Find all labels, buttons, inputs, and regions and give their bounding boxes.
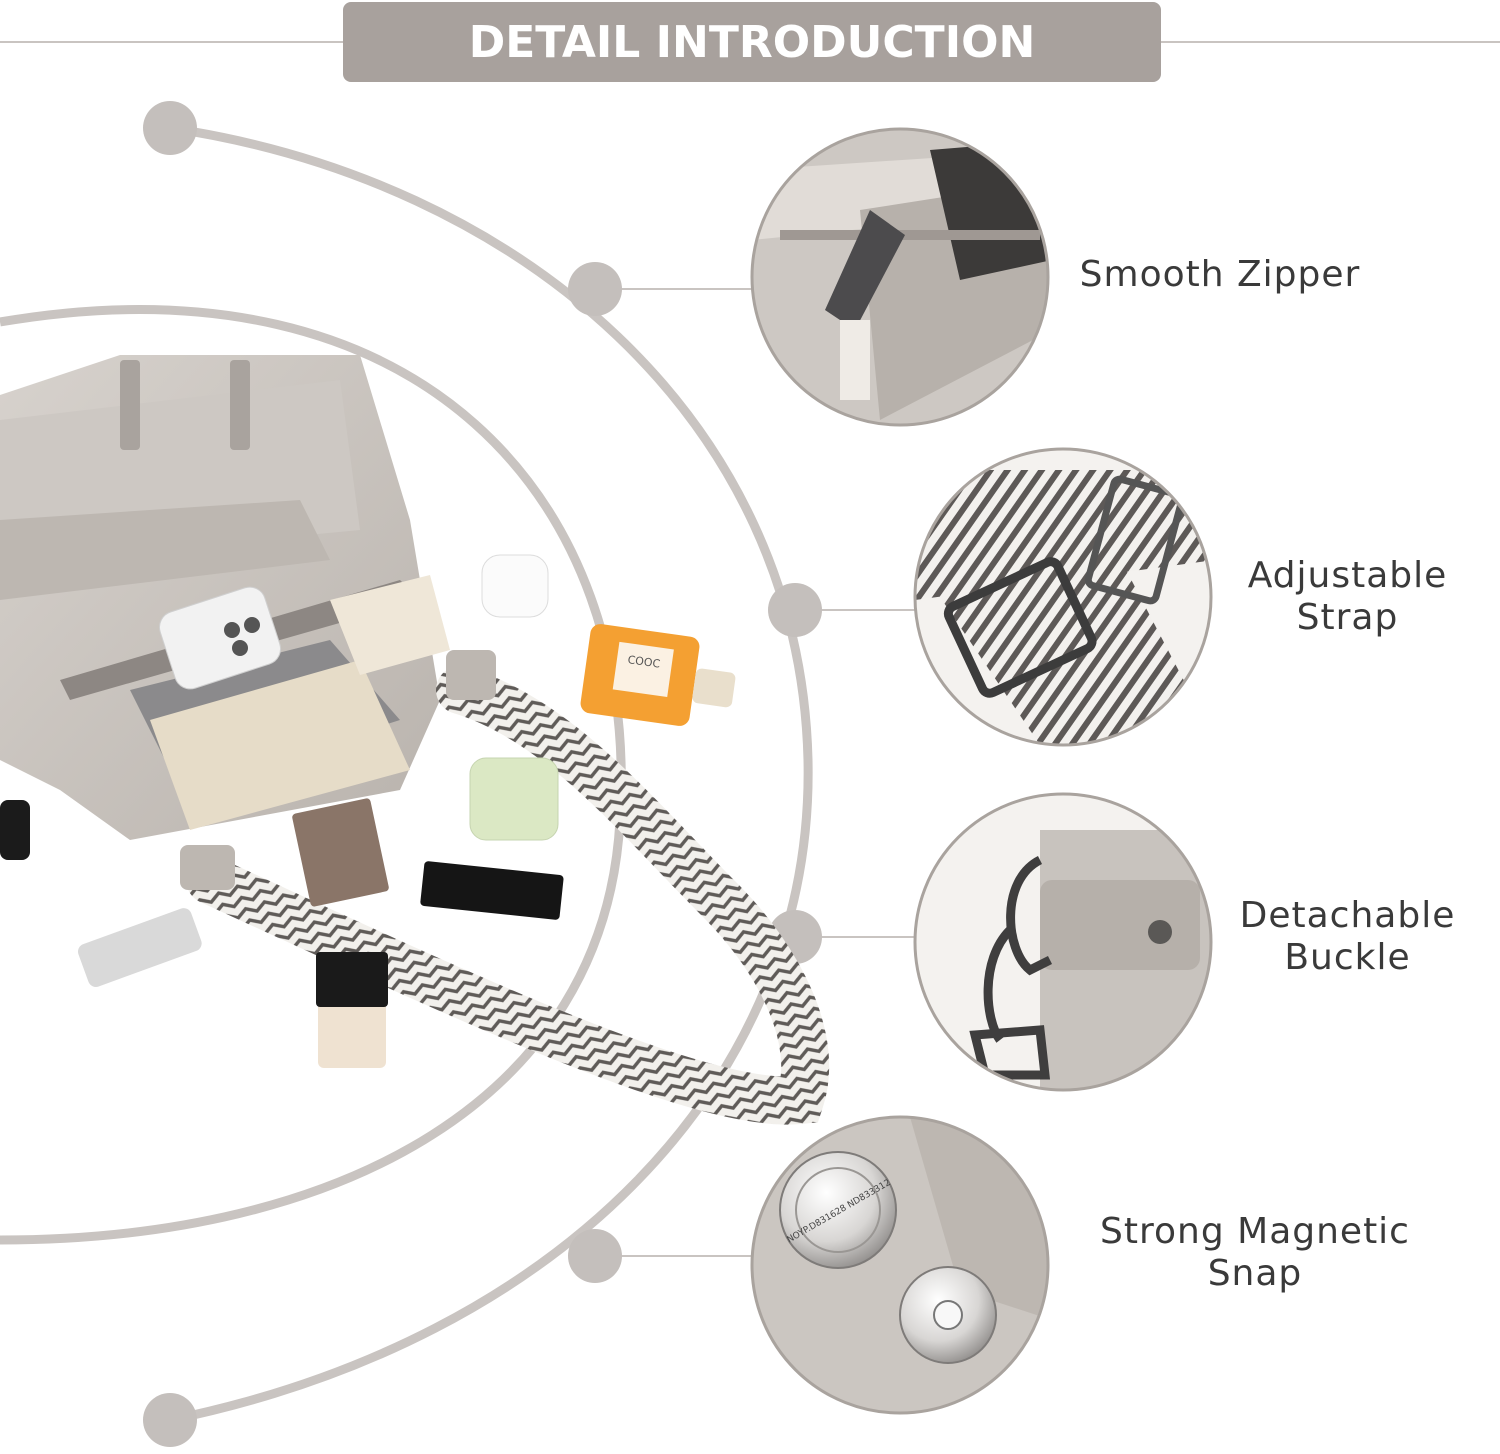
magnetic-snap-closeup-photo: NOYP.D831628 ND833312 xyxy=(750,1115,1050,1415)
feature-label-line: Buckle xyxy=(1284,937,1411,978)
header-rule-right xyxy=(1161,41,1500,43)
black-cap xyxy=(0,800,30,860)
nail-polish-cap xyxy=(316,952,388,1007)
feature-label-buckle: Detachable Buckle xyxy=(1225,895,1470,979)
clip-hook-closeup-photo xyxy=(913,792,1213,1092)
airpods-case xyxy=(481,554,549,618)
banner-title: DETAIL INTRODUCTION xyxy=(468,16,1036,68)
zipper-closeup-photo xyxy=(750,127,1050,427)
connector-strap xyxy=(768,583,915,637)
lip-balm xyxy=(78,908,202,987)
lipstick xyxy=(420,861,564,920)
cosmetic-tube xyxy=(292,798,389,907)
header-rule-left xyxy=(0,41,343,43)
svg-text:COOC: COOC xyxy=(627,653,661,670)
strap-tab-left xyxy=(180,845,235,890)
feature-label-line: Smooth Zipper xyxy=(1079,254,1361,295)
connector-zipper xyxy=(568,262,752,316)
feature-label-line: Strap xyxy=(1296,597,1399,638)
title-banner: DETAIL INTRODUCTION xyxy=(343,2,1161,82)
connector-snap xyxy=(568,1229,752,1283)
feature-label-line: Strong Magnetic xyxy=(1100,1211,1410,1252)
feature-label-line: Detachable xyxy=(1239,895,1456,936)
feature-label-line: Adjustable xyxy=(1247,555,1448,596)
green-bottle xyxy=(469,757,559,841)
strap-tab-right xyxy=(446,650,496,700)
strap-buckle-closeup-photo xyxy=(913,447,1213,747)
arc-dot-bottom xyxy=(143,1393,197,1447)
feature-label-zipper: Smooth Zipper xyxy=(1060,254,1380,296)
bag-illustration xyxy=(0,355,450,840)
perfume-bottle: COOC xyxy=(580,624,736,726)
feature-label-snap: Strong Magnetic Snap xyxy=(1085,1211,1425,1295)
feature-label-line: Snap xyxy=(1207,1253,1303,1294)
main-strap xyxy=(186,666,830,1125)
outer-arc xyxy=(169,123,813,1425)
arc-dot-top xyxy=(143,101,197,155)
feature-label-strap: Adjustable Strap xyxy=(1230,555,1465,639)
